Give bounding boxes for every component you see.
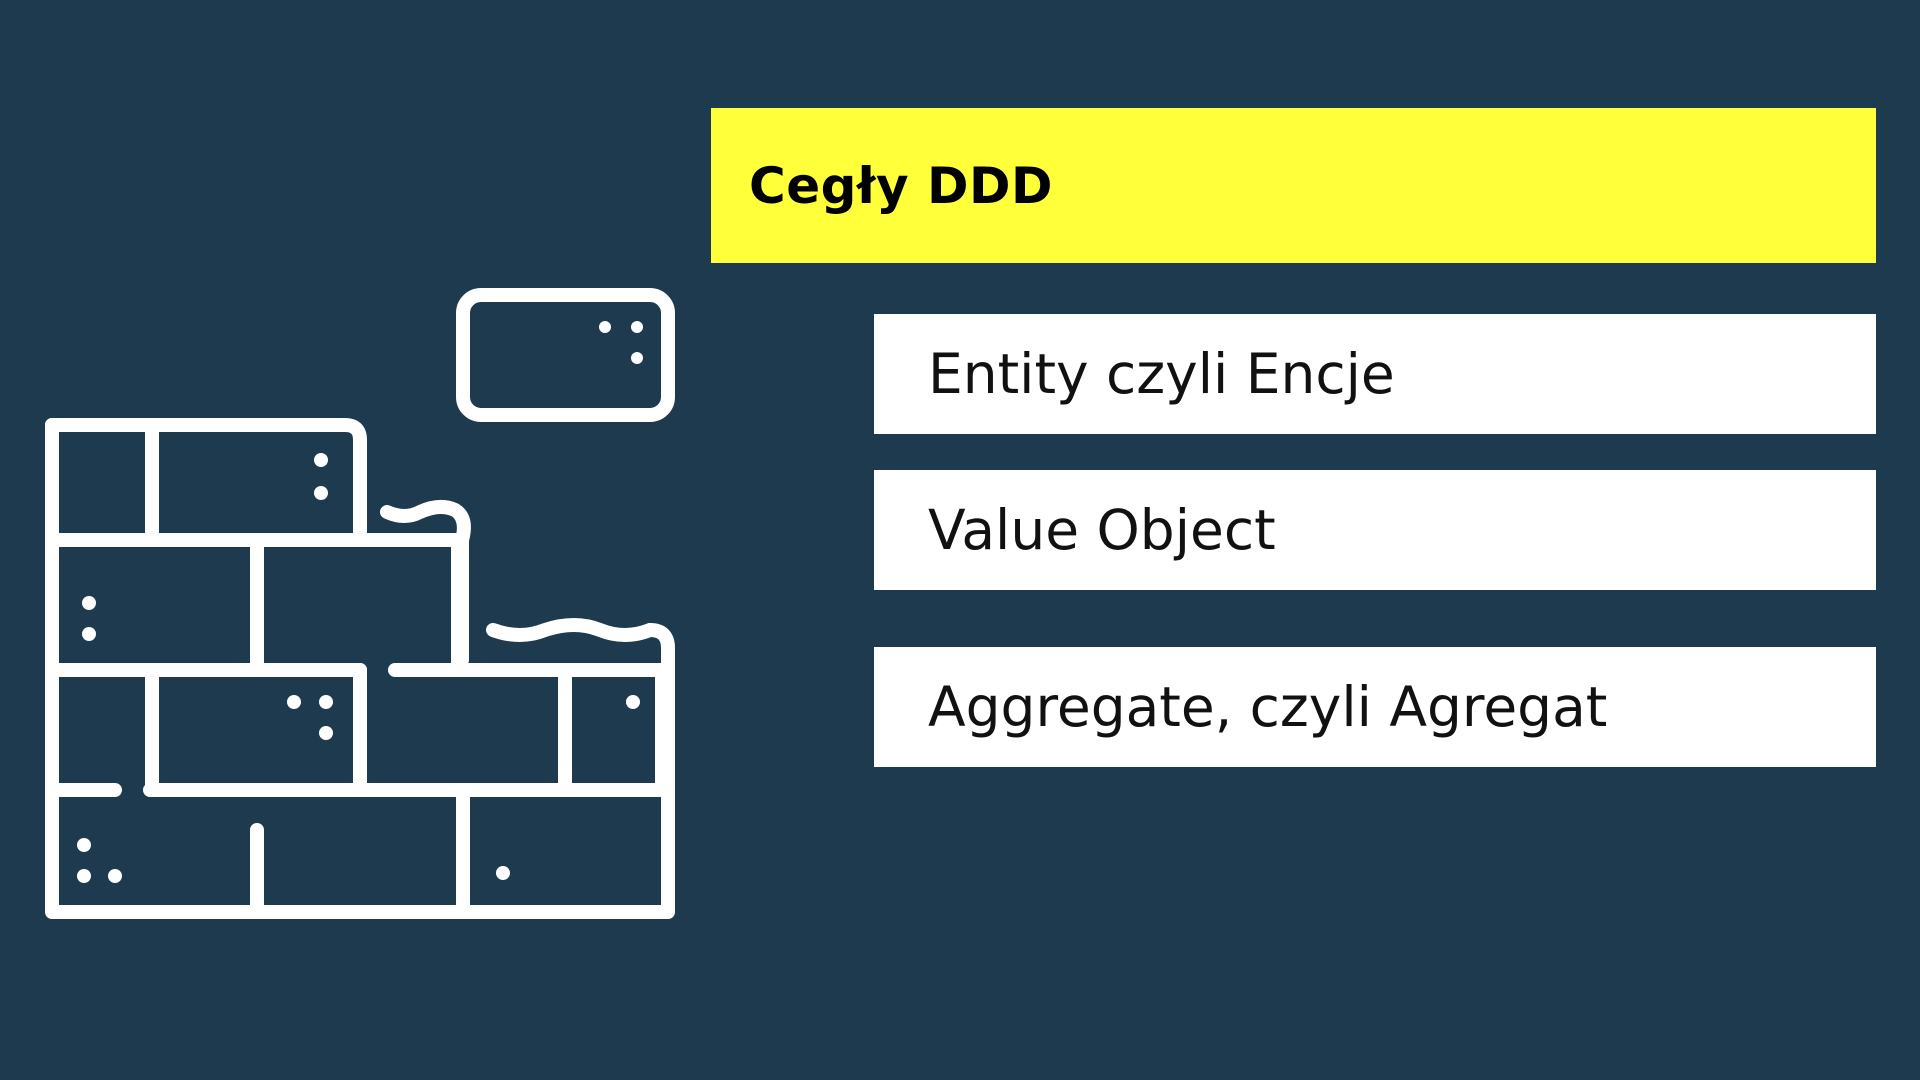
page-title: Cegły DDD xyxy=(749,156,1053,215)
list-item-label: Aggregate, czyli Agregat xyxy=(928,675,1608,739)
wall-outline xyxy=(45,418,367,547)
title-bar: Cegły DDD xyxy=(711,108,1876,263)
list-item-label: Value Object xyxy=(928,498,1276,562)
list-item-label: Entity czyli Encje xyxy=(928,342,1395,406)
list-item-aggregate: Aggregate, czyli Agregat xyxy=(874,647,1876,767)
loose-brick xyxy=(456,288,675,422)
brick-wall-icon xyxy=(45,288,675,919)
list-item-entity: Entity czyli Encje xyxy=(874,314,1876,434)
list-item-value-object: Value Object xyxy=(874,470,1876,590)
